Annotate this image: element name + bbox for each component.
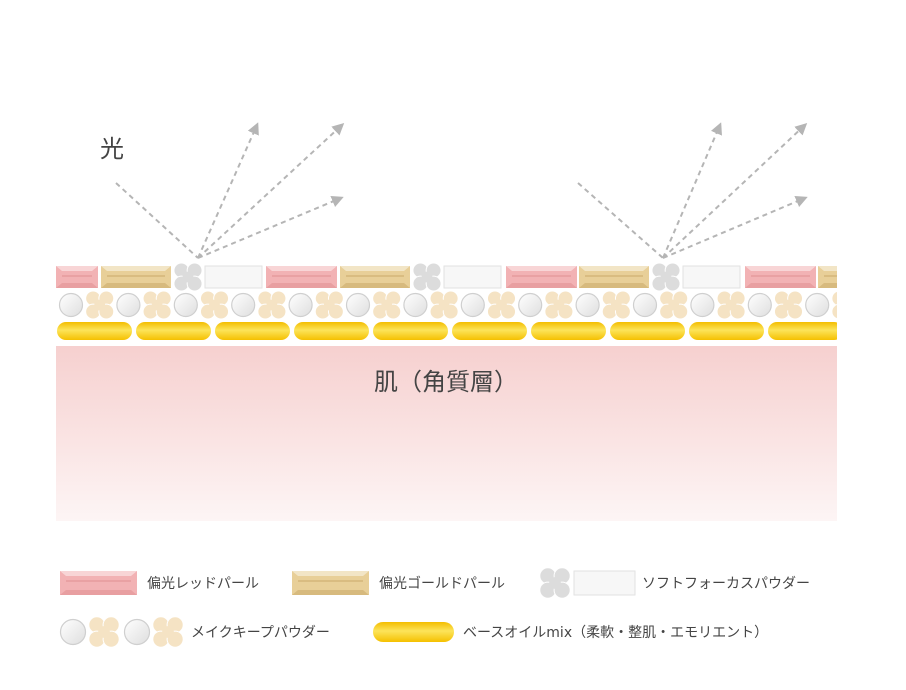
make-keep-beige-clover [773,290,804,320]
base-oil-capsule [294,322,369,340]
soft-focus-clover [173,262,203,292]
legend-gold-pearl-label: 偏光ゴールドパール [379,575,505,592]
incident-light-ray [115,182,199,259]
make-keep-beige-clover [831,290,837,320]
make-keep-beige-clover [199,290,230,320]
make-keep-white-ball [632,292,658,318]
pearl-and-powder-row [56,262,837,292]
soft-focus-clover [412,262,442,292]
make-keep-white-ball [575,292,600,318]
soft-focus-bar-swatch [573,570,636,596]
make-keep-beige-clover [429,290,459,320]
make-keep-clover-swatch [88,616,120,648]
legend-make-keep-swatch [59,616,184,648]
make-keep-beige-clover [716,290,746,320]
make-keep-white-ball [173,292,198,318]
base-oil-capsule [215,322,290,340]
make-keep-white-ball [460,292,485,318]
particle-layers [56,262,837,340]
base-oil-capsule [768,322,837,340]
base-oil-capsule [373,322,448,340]
make-keep-beige-clover [257,290,287,320]
reflected-light-arrow [662,122,722,259]
make-keep-beige-clover [486,290,517,320]
gold-pearl [340,266,410,288]
red-pearl [745,266,816,288]
base-oil-capsule [689,322,764,340]
soft-focus-bar [682,265,741,289]
reflected-light-arrow [662,195,808,259]
make-keep-beige-clover [601,290,631,320]
gold-pearl [579,266,649,288]
make-keep-beige-clover [544,290,574,320]
legend-soft-focus-label: ソフトフォーカスパウダー [642,576,810,592]
make-keep-beige-clover [314,290,344,320]
make-keep-powder-row [58,290,837,320]
red-pearl [266,266,337,288]
base-oil-swatch [373,622,454,642]
make-keep-ball-swatch [59,618,87,646]
make-keep-white-ball [403,292,428,318]
base-oil-capsule [610,322,685,340]
soft-focus-bar [443,265,502,289]
soft-focus-bar [204,265,263,289]
reflected-light-arrow [662,122,808,259]
gold-pearl [818,266,837,288]
red-pearl [56,266,98,288]
soft-focus-clover [651,262,681,292]
skin-label: 肌（角質層） [374,368,518,396]
make-keep-beige-clover [659,290,689,320]
make-keep-ball-swatch [123,618,151,646]
reflected-light-arrow [197,122,345,259]
legend-gold-pearl-swatch [292,571,369,595]
soft-focus-clover-swatch [539,567,571,599]
make-keep-beige-clover [142,290,172,320]
make-keep-beige-clover [85,290,115,320]
base-oil-capsule [531,322,606,340]
base-oil-capsule [57,322,132,340]
make-keep-white-ball [747,292,772,318]
make-keep-white-ball [231,292,256,318]
gold-pearl [101,266,171,288]
legend-make-keep-label: メイクキープパウダー [191,625,330,641]
make-keep-white-ball [58,292,84,318]
make-keep-white-ball [690,292,715,318]
gold-pearl-swatch [292,571,369,595]
red-pearl [506,266,577,288]
legend-base-oil-swatch [373,622,454,642]
base-oil-capsule [136,322,211,340]
legend-soft-focus-swatch [539,567,636,599]
legend-base-oil-label: ベースオイルmix（柔軟・整肌・エモリエント） [463,625,768,641]
base-oil-capsule [452,322,527,340]
legend-red-pearl-label: 偏光レッドパール [147,576,259,592]
make-keep-white-ball [116,292,141,318]
make-keep-white-ball [288,292,313,318]
make-keep-clover-swatch [152,616,184,648]
make-keep-white-ball [518,292,543,318]
light-rays [115,122,808,259]
make-keep-beige-clover [372,290,402,320]
reflected-light-arrow [197,195,344,259]
make-keep-white-ball [805,292,830,318]
reflected-light-arrow [197,122,259,259]
light-label: 光 [100,135,124,163]
skin-layer [56,346,837,521]
red-pearl-swatch [60,571,137,595]
legend: 偏光レッドパール 偏光ゴールドパール ソフトフォーカスパウダー メイクキープパウ… [59,567,810,648]
make-keep-white-ball [345,292,371,318]
incident-light-ray [577,182,664,259]
legend-red-pearl-swatch [60,571,137,595]
base-oil-row [57,322,837,340]
